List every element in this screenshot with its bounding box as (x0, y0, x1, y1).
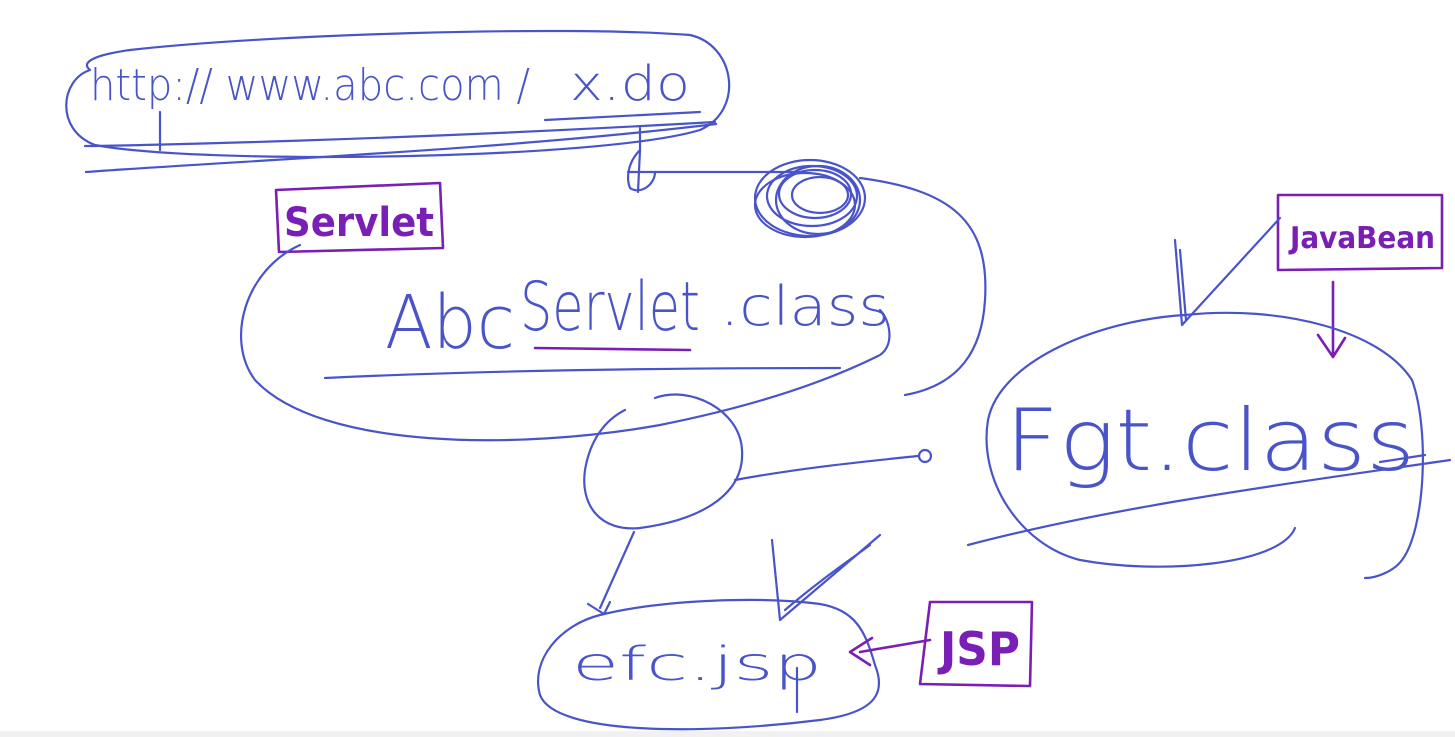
servlet-name-main: Servlet (520, 268, 700, 347)
url-path-underline (543, 110, 702, 122)
bean-name: Fgt.class (1005, 391, 1415, 491)
jsp-tag-label: JSP (937, 622, 1020, 676)
javabean-tag-label: JavaBean (1288, 221, 1435, 256)
dispatch-loop (583, 393, 933, 616)
jsp-name: efc.jsp (572, 637, 822, 691)
servlet-bubble: Abc Servlet .class (240, 176, 987, 442)
url-path-text: x.do (570, 56, 690, 112)
servlet-tag: Servlet (274, 181, 445, 254)
jsp-check-mark (770, 533, 882, 622)
url-prefix-text: http:// www.abc.com / (90, 60, 530, 111)
bottom-edge-strip (0, 731, 1455, 737)
servlet-tag-label: Servlet (284, 200, 434, 246)
url-bubble: http:// www.abc.com / x.do (65, 29, 731, 174)
jsp-tag: JSP (848, 600, 1034, 688)
servlet-name-prefix: Abc (385, 280, 515, 366)
url-to-servlet-arrow (626, 126, 802, 194)
bean-bubble: Fgt.class (966, 311, 1452, 580)
servlet-name-underline (533, 346, 692, 352)
bean-check-mark (1173, 216, 1282, 327)
servlet-name-ext: .class (720, 275, 890, 338)
javabean-tag: JavaBean (1276, 193, 1444, 359)
jsp-bubble: efc.jsp (537, 598, 881, 731)
scribble-mark (753, 158, 867, 239)
